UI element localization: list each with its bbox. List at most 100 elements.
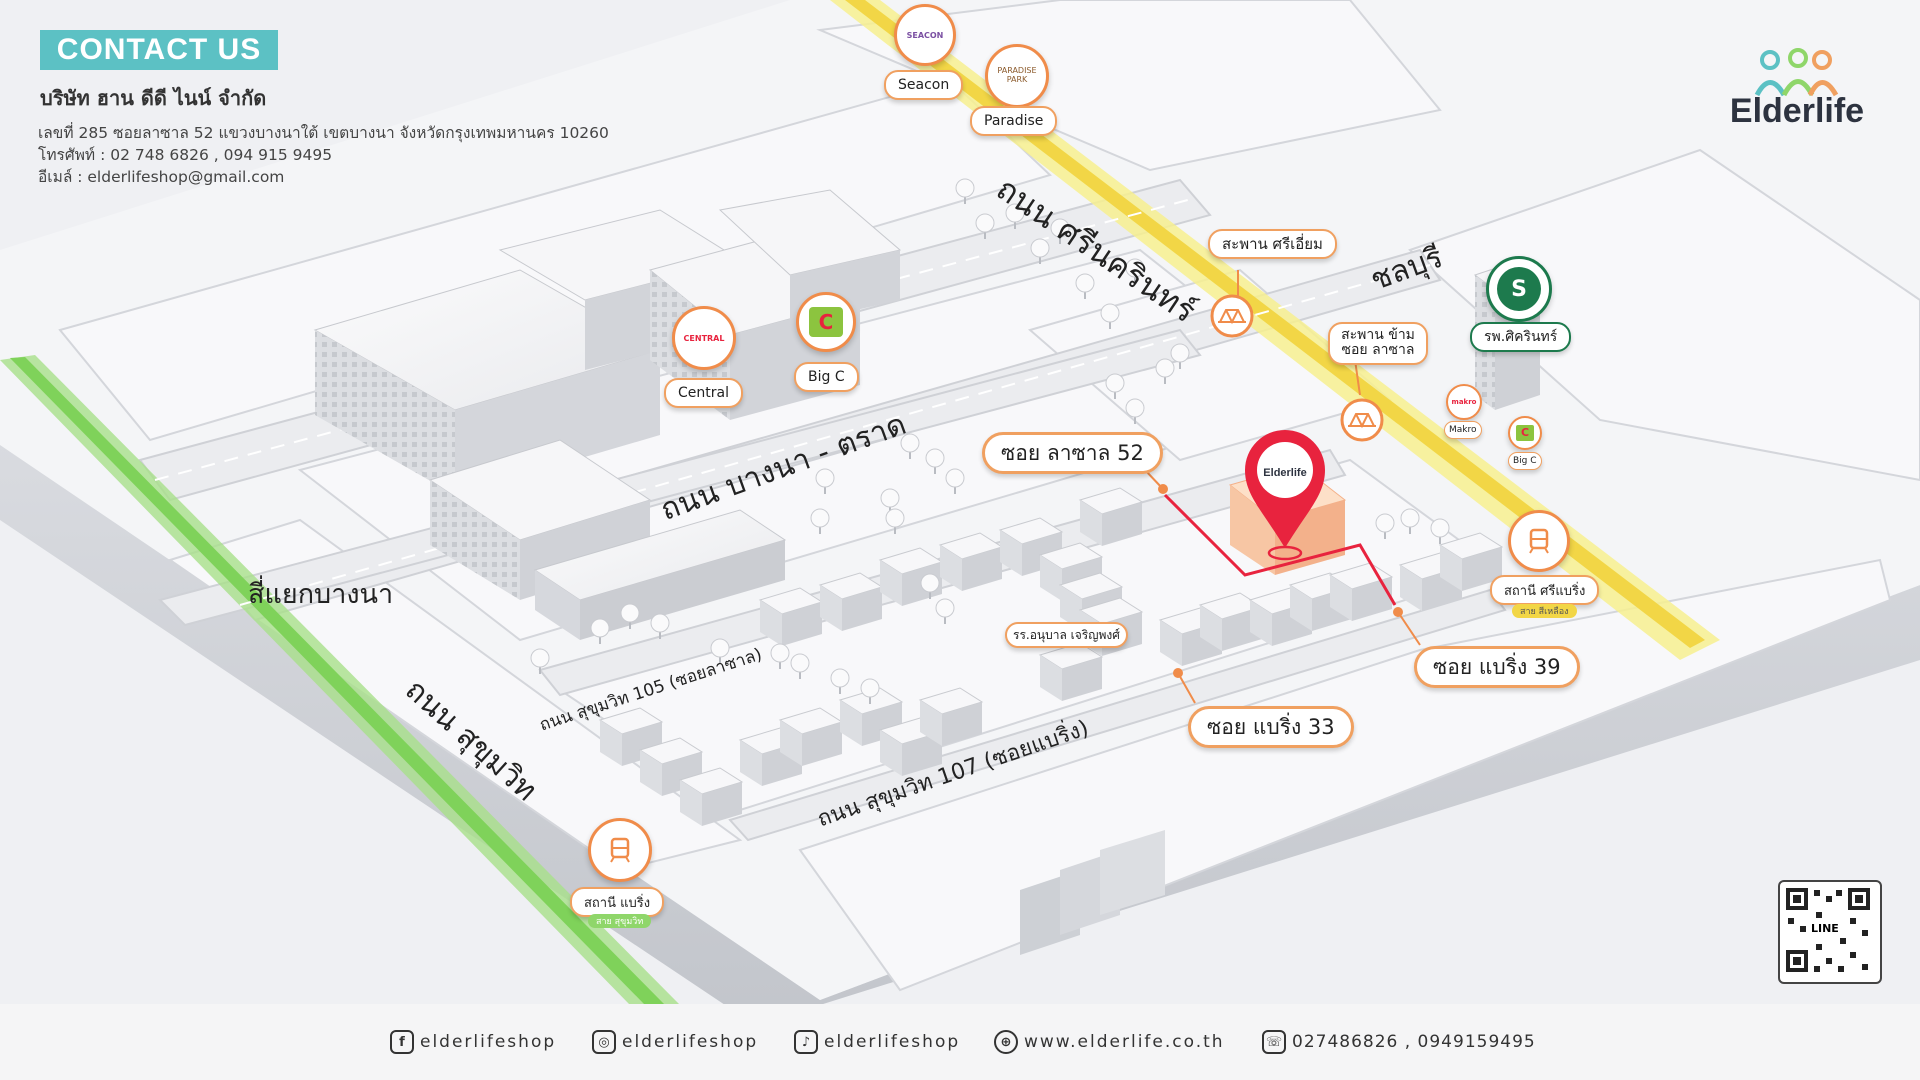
landmark-makro[interactable]: Makro: [1444, 421, 1482, 439]
tree: [650, 613, 670, 639]
footer-tiktok[interactable]: ♪ elderlifeshop: [794, 1030, 960, 1054]
tree: [1125, 258, 1145, 284]
facebook-icon: f: [390, 1030, 414, 1054]
landmark-bigc-small[interactable]: Big C: [1508, 452, 1542, 470]
tiktok-icon: ♪: [794, 1030, 818, 1054]
central-logo-icon[interactable]: CENTRAL: [672, 306, 736, 370]
tiktok-handle: elderlifeshop: [824, 1032, 961, 1052]
tree: [815, 468, 835, 494]
tree: [900, 433, 920, 459]
house: [1078, 487, 1144, 546]
qr-pattern-icon: [1786, 888, 1870, 972]
tree: [1005, 203, 1025, 229]
tree: [1030, 238, 1050, 264]
bigc-small-logo-icon[interactable]: C: [1508, 416, 1542, 450]
footer-facebook[interactable]: f elderlifeshop: [390, 1030, 556, 1054]
train-station-icon[interactable]: [1508, 510, 1570, 572]
tree: [710, 638, 730, 664]
tree: [935, 598, 955, 624]
landmark-bigc[interactable]: Big C: [794, 362, 859, 392]
company-name: บริษัท ฮาน ดีดี ไนน์ จำกัด: [40, 86, 267, 110]
location-pin-icon[interactable]: Elderlife: [1245, 430, 1325, 548]
instagram-handle: elderlifeshop: [622, 1032, 759, 1052]
bridge-icon-lasalle: [1340, 398, 1384, 442]
yellow-line-track: [845, 0, 1705, 648]
family-logo-icon: [1754, 48, 1839, 97]
tree: [1400, 508, 1420, 534]
svg-text:Elderlife: Elderlife: [1263, 467, 1306, 479]
house: [1288, 572, 1354, 631]
bridge-icon-sri-iam: [1210, 294, 1254, 338]
tree: [830, 668, 850, 694]
facebook-handle: elderlifeshop: [420, 1032, 557, 1052]
soi-bearing-33[interactable]: ซอย แบริ่ง 33: [1188, 706, 1354, 748]
station-bearing[interactable]: สถานี แบริ่ง: [570, 887, 665, 917]
house: [918, 687, 984, 746]
tree: [945, 468, 965, 494]
green-line-track: [10, 357, 665, 1005]
station-sri-bearing-line: สาย สีเหลือง: [1512, 604, 1577, 618]
footer-bar: f elderlifeshop ◎ elderlifeshop ♪ elderl…: [0, 1004, 1920, 1080]
landmark-bridge-lasalle[interactable]: สะพาน ข้ามซอย ลาซาล: [1328, 322, 1428, 365]
tree: [1075, 273, 1095, 299]
tree: [885, 508, 905, 534]
company-phone: โทรศัพท์ : 02 748 6826 , 094 915 9495: [38, 146, 333, 164]
bigc-logo-icon[interactable]: C: [796, 292, 856, 352]
tree: [1430, 518, 1450, 544]
tree: [1125, 398, 1145, 424]
tree: [1375, 513, 1395, 539]
line-qr-code[interactable]: [1778, 880, 1882, 984]
soi-bearing-39[interactable]: ซอย แบริ่ง 39: [1414, 646, 1580, 688]
tree: [530, 648, 550, 674]
tree: [590, 618, 610, 644]
tree: [1105, 373, 1125, 399]
instagram-icon: ◎: [592, 1030, 616, 1054]
house: [678, 767, 744, 826]
paradise-park-logo-icon[interactable]: PARADISE PARK: [985, 44, 1049, 108]
tree: [790, 653, 810, 679]
house: [1328, 562, 1394, 621]
landmark-paradise[interactable]: Paradise: [970, 106, 1058, 136]
tree: [1155, 358, 1175, 384]
brand-name: Elderlife: [1729, 92, 1865, 130]
company-address: เลขที่ 285 ซอยลาซาล 52 แขวงบางนาใต้ เขตบ…: [38, 124, 609, 142]
tree: [1100, 303, 1120, 329]
company-email: อีเมล์ : elderlifeshop@gmail.com: [38, 168, 285, 186]
makro-logo-icon[interactable]: makro: [1446, 384, 1482, 420]
tree: [920, 573, 940, 599]
tree: [770, 643, 790, 669]
footer-instagram[interactable]: ◎ elderlifeshop: [592, 1030, 758, 1054]
landmark-seacon[interactable]: Seacon: [884, 70, 964, 100]
tree: [1170, 343, 1190, 369]
landmark-hospital[interactable]: รพ.ศิครินทร์: [1470, 322, 1572, 352]
tree: [1050, 218, 1070, 244]
route-highlight: [1163, 493, 1397, 606]
house: [778, 707, 844, 766]
phone-icon: ☏: [1262, 1030, 1286, 1054]
station-sri-bearing[interactable]: สถานี ศรีแบริ่ง: [1490, 575, 1600, 605]
contact-us-badge: CONTACT US: [40, 30, 278, 70]
soi-lasalle-52[interactable]: ซอย ลาซาล 52: [982, 432, 1163, 474]
landmark-central[interactable]: Central: [664, 378, 743, 408]
landmark-bridge-sri-iam[interactable]: สะพาน ศรีเอี่ยม: [1208, 229, 1337, 259]
tree: [860, 678, 880, 704]
footer-phone[interactable]: ☏ 027486826 , 0949159495: [1262, 1030, 1536, 1054]
train-station-icon[interactable]: [588, 818, 652, 882]
seacon-logo-icon[interactable]: SEACON: [894, 4, 956, 66]
tree: [955, 178, 975, 204]
station-bearing-line: สาย สุขุมวิท: [588, 914, 652, 928]
elderlife-logo: Elderlife: [1712, 40, 1882, 140]
globe-icon: ⊕: [994, 1030, 1018, 1054]
hospital-logo-icon[interactable]: S: [1486, 256, 1552, 322]
footer-website[interactable]: ⊕ www.elderlife.co.th: [994, 1030, 1225, 1054]
tree: [810, 508, 830, 534]
tree: [620, 603, 640, 629]
qr-line-label: LINE: [1808, 922, 1842, 935]
house: [818, 572, 884, 631]
mall-complex: [313, 189, 902, 600]
tree: [925, 448, 945, 474]
trees: [530, 178, 1450, 704]
landmark-school[interactable]: รร.อนุบาล เจริญพงศ์: [1005, 622, 1128, 648]
